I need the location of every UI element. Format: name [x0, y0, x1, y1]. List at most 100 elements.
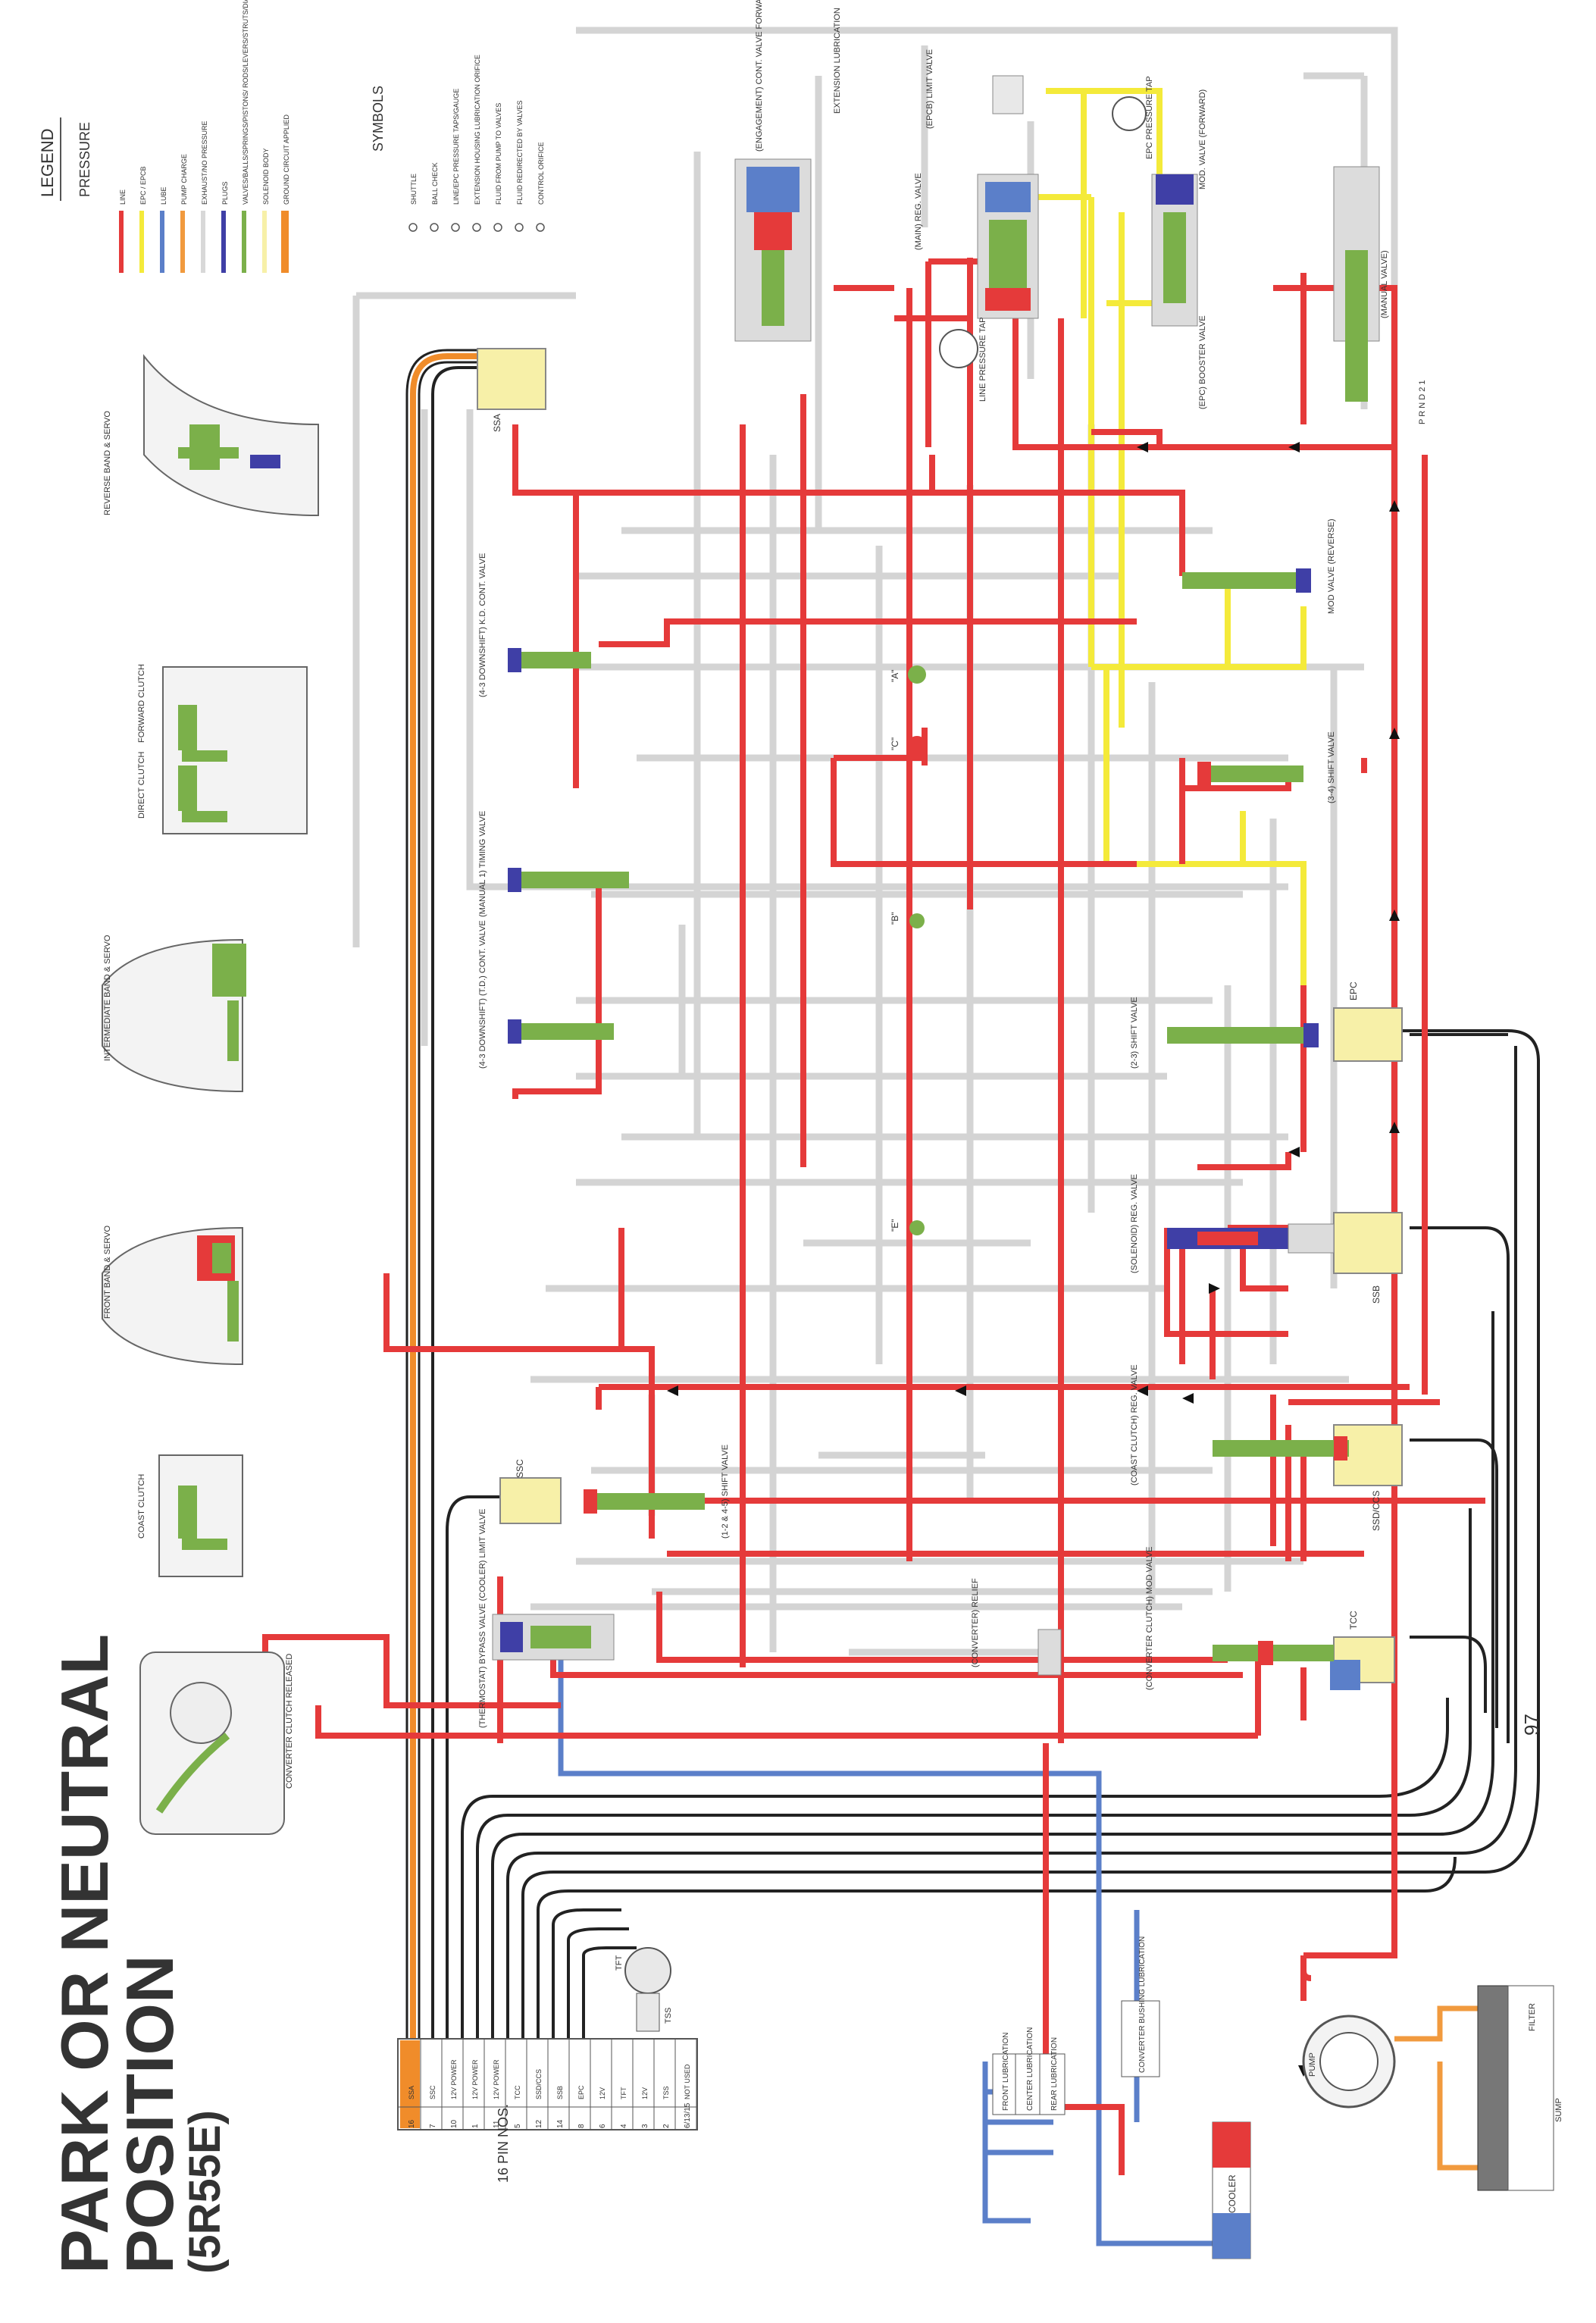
legend-item-label-7: SOLENOID BODY — [262, 148, 270, 205]
label-ball-c: "C" — [890, 737, 900, 750]
filter-label: FILTER — [1528, 2003, 1537, 2031]
label-conv-mod: (CONVERTER CLUTCH) MOD VALVE — [1145, 1547, 1154, 1690]
legend-symbol-label-3: EXTENSION HOUSING LUBRICATION ORIFICE — [474, 55, 481, 205]
label-epcb-limit: (EPCB) LIMIT VALVE — [925, 49, 934, 129]
label-extension: EXTENSION LUBRICATION — [833, 8, 842, 114]
label-td-cont: (4-3 DOWNSHIFT) (T.D.) CONT. VALVE — [478, 920, 487, 1069]
solenoid-ssb: SSB — [1333, 1212, 1403, 1304]
pin-number-0: 16 — [408, 2119, 416, 2128]
pin-number-12: 2 — [662, 2124, 671, 2128]
solenoid-tcc: TCC — [1330, 1611, 1395, 1690]
label-shift12: (1-2 & 4-5) SHIFT VALVE — [721, 1445, 730, 1539]
pump: PUMP — [1302, 2015, 1396, 2109]
legend-symbol-icon-5 — [515, 223, 524, 232]
tft-label: TFT — [615, 1955, 624, 1971]
conv-bushing-lube: CONVERTER BUSHING LUBRICATION — [1138, 1936, 1147, 2073]
legend-heading: LEGEND — [38, 129, 57, 197]
legend-symbol-icon-2 — [451, 223, 460, 232]
label-shift23: (2-3) SHIFT VALVE — [1130, 997, 1139, 1069]
legend-item-label-6: VALVES/BALLS/SPRINGS/PISTONS/ RODS/LEVER… — [242, 0, 249, 205]
legend-pressure-heading: PRESSURE — [77, 122, 92, 197]
pin-name-11: 12V — [641, 2087, 649, 2099]
legend-item-label-8: GROUND CIRCUIT APPLIED — [283, 114, 290, 205]
legend-symbol-icon-4 — [493, 223, 502, 232]
pin-name-7: SSB — [556, 2086, 564, 2099]
forward-direct-clutch: FORWARD CLUTCH DIRECT CLUTCH — [137, 664, 308, 834]
pin-name-12: TSS — [662, 2086, 670, 2099]
label-engagement: (ENGAGEMENT) CONT. VALVE FORWARD — [755, 0, 764, 152]
solenoid-tcc-label: TCC — [1348, 1611, 1359, 1630]
pin-number-6: 12 — [535, 2119, 543, 2128]
filter: FILTER SUMP — [1477, 1985, 1563, 2191]
legend-item-label-1: EPC / EPCB — [139, 166, 147, 205]
pin-number-3: 1 — [471, 2124, 480, 2128]
electrical-harness — [431, 366, 1540, 2046]
pin-name-5: TCC — [514, 2085, 521, 2099]
legend-symbol-icon-6 — [536, 223, 545, 232]
legend-item-label-2: LUBE — [160, 186, 167, 205]
pin-number-1: 7 — [429, 2124, 437, 2128]
legend-symbol-label-2: LINE/EPC PRESSURE TAPS/GAUGE — [452, 89, 460, 205]
coast-clutch-label: COAST CLUTCH — [137, 1474, 146, 1539]
solenoid-epc: EPC — [1333, 981, 1403, 1062]
pin-name-2: 12V POWER — [450, 2059, 458, 2099]
legend-item-label-0: LINE — [119, 189, 127, 205]
solenoid-ssb-label: SSB — [1371, 1285, 1382, 1304]
pin-title: 16 PIN NOS. — [496, 2104, 511, 2183]
label-mod-fwd: MOD. VALVE (FORWARD) — [1198, 89, 1207, 189]
label-conv-relief: (CONVERTER) RELIEF — [971, 1578, 980, 1667]
solenoid-ssc-label: SSC — [515, 1459, 525, 1478]
exhaust-passages — [352, 27, 1398, 1656]
front-lube: FRONT LUBRICATION — [1002, 2032, 1010, 2111]
pin-name-3: 12V POWER — [471, 2059, 479, 2099]
valve-labels: (ENGAGEMENT) CONT. VALVE FORWARD EXTENSI… — [478, 0, 1427, 1728]
pin-name-4: 12V POWER — [493, 2059, 500, 2099]
converter-label: CONVERTER CLUTCH RELEASED — [285, 1654, 294, 1789]
legend-symbol-label-4: FLUID FROM PUMP TO VALVES — [495, 103, 502, 205]
line-passages — [197, 258, 1485, 2175]
tss-label: TSS — [664, 2008, 673, 2024]
solenoid-ssa-label: SSA — [492, 414, 502, 432]
legend-item-label-3: PUMP CHARGE — [180, 154, 188, 205]
title-line-2: POSITION — [112, 1955, 187, 2274]
pin-name-9: 12V — [599, 2087, 606, 2099]
forward-clutch-label: FORWARD CLUTCH — [137, 664, 146, 743]
pump-label: PUMP — [1308, 2052, 1317, 2077]
legend-symbol-label-0: SHUTTLE — [410, 174, 418, 205]
label-sol-reg: (SOLENOID) REG. VALVE — [1130, 1174, 1139, 1273]
solenoid-ssc: SSC — [499, 1459, 562, 1524]
pin-name-6: SSD/CCS — [535, 2069, 543, 2099]
flow-arrows — [667, 442, 1400, 2077]
legend-item-label-5: PLUGS — [221, 181, 229, 205]
label-timing: (MANUAL 1) TIMING VALVE — [478, 811, 487, 917]
label-ball-e: "E" — [890, 1219, 900, 1232]
tss-sensor: TFT TSS — [615, 1947, 673, 2032]
pin-name-13: NOT USED — [684, 2064, 691, 2099]
valve-bodies — [492, 75, 1380, 1676]
label-line-tap: LINE PRESSURE TAP — [978, 318, 987, 402]
label-prndl: P R N D 2 1 — [1418, 380, 1427, 425]
legend-symbol-icon-0 — [408, 223, 418, 232]
label-manual: (MANUAL VALVE) — [1380, 250, 1389, 318]
label-coast-reg: (COAST CLUTCH) REG. VALVE — [1130, 1364, 1139, 1486]
front-band-servo: FRONT BAND & SERVO — [102, 1225, 243, 1366]
reverse-band-servo: REVERSE BAND & SERVO — [103, 354, 319, 517]
label-main-reg: (MAIN) REG. VALVE — [914, 173, 923, 250]
pin-number-7: 14 — [556, 2119, 565, 2128]
pin-number-2: 10 — [450, 2119, 458, 2128]
pin-name-8: EPC — [577, 2085, 585, 2099]
ground-circuit — [410, 353, 493, 2046]
torque-converter: CONVERTER CLUTCH RELEASED — [139, 1651, 294, 1835]
symbols-heading: SYMBOLS — [371, 86, 386, 152]
label-shift34: (3-4) SHIFT VALVE — [1327, 731, 1336, 803]
lubrication-boxes: FRONT LUBRICATION CENTER LUBRICATION REA… — [992, 1936, 1160, 2115]
sump-label: SUMP — [1554, 2098, 1563, 2122]
cooler: COOLER — [1212, 2121, 1251, 2259]
coast-clutch: COAST CLUTCH — [137, 1454, 243, 1577]
pin-number-8: 8 — [577, 2124, 586, 2128]
front-band-label: FRONT BAND & SERVO — [103, 1225, 112, 1319]
legend-item-label-4: EXHAUST/NO PRESSURE — [201, 121, 208, 205]
